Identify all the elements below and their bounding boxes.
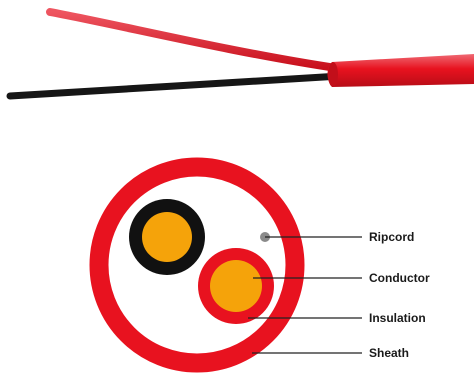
- conductor-core-left: [142, 212, 192, 262]
- cable-jacket: [328, 54, 474, 87]
- sheath-label: Sheath: [369, 346, 409, 360]
- cable-side-view: [10, 12, 474, 96]
- conductor-label: Conductor: [369, 271, 430, 285]
- jacket-cut-end: [328, 62, 338, 87]
- red-wire: [50, 12, 336, 68]
- ripcord-label: Ripcord: [369, 230, 414, 244]
- conductor-core-right: [210, 260, 262, 312]
- cable-cross-section: [99, 167, 295, 363]
- insulation-label: Insulation: [369, 311, 426, 325]
- black-wire: [10, 76, 340, 96]
